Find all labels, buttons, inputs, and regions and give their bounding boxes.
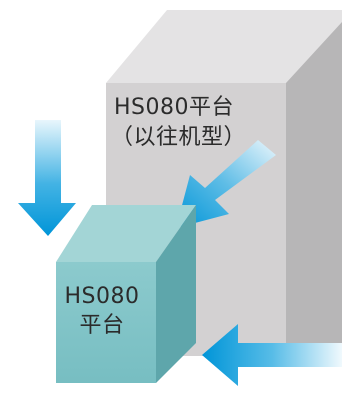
large-block-subtitle: （以往机型） [111,125,247,150]
arrow-left-icon [202,324,342,386]
large-block-side [286,22,342,356]
small-block-title-line2: 平台 [79,313,125,338]
small-block-front [56,262,156,383]
small-platform-block [56,205,196,383]
large-block-title: HS080平台 [114,95,234,120]
small-block-side [156,205,196,383]
large-block-top [106,10,342,83]
arrow-down-left-icon [18,120,76,236]
small-block-title-line1: HS080 [64,284,140,309]
arrow-diagonal-icon [176,140,276,228]
small-block-top [56,205,196,262]
